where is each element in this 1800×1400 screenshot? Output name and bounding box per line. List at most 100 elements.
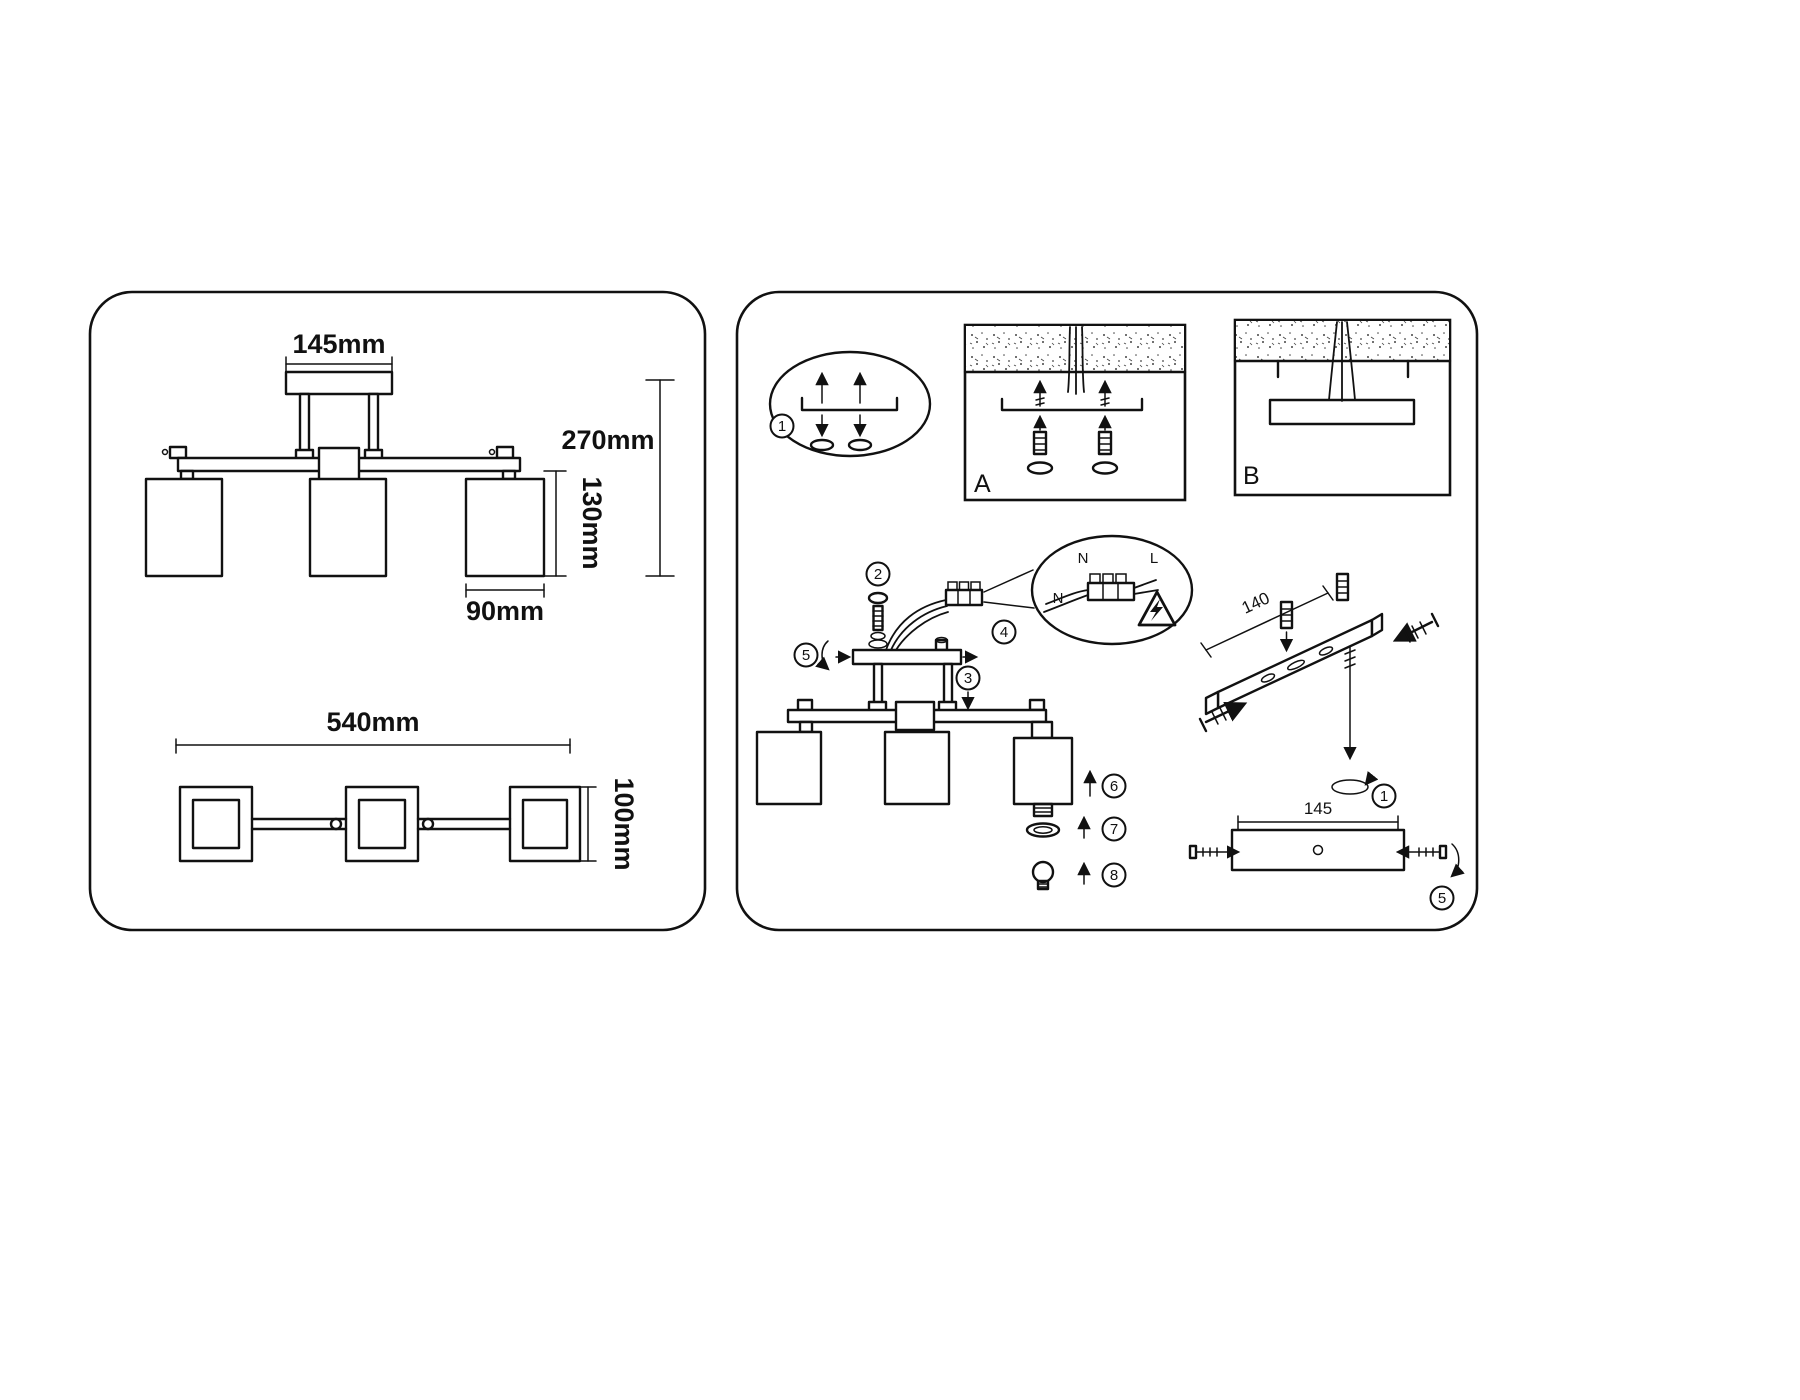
retaining-ring	[1025, 822, 1061, 838]
wiring-detail-balloon: N L N	[983, 534, 1194, 646]
plan-shade-right-inner	[521, 798, 569, 850]
step-badge-1b: 1	[1371, 783, 1397, 809]
knob-left	[796, 698, 814, 712]
rod-right	[367, 392, 380, 454]
canopy-wires	[885, 599, 949, 651]
balloon-terminal-block	[1086, 573, 1136, 602]
screw-left	[1033, 379, 1047, 407]
bracket-end-right	[1370, 612, 1384, 638]
bracket-hole	[1260, 673, 1276, 683]
plan-pivot-right	[421, 817, 435, 831]
step-number-2: 2	[874, 566, 882, 583]
mount-option-a: A	[963, 323, 1187, 502]
cap-nut	[867, 591, 889, 605]
rotate-loop-icon	[1331, 779, 1369, 795]
warning-triangle-icon	[1137, 590, 1177, 627]
plan-shade-middle-inner	[357, 798, 407, 850]
plan-shade-left-inner	[191, 798, 241, 850]
front-view: 145mm 130mm	[144, 329, 675, 626]
exploded-canopy	[851, 648, 963, 666]
plate-hole	[1312, 844, 1324, 856]
anchor-dowel-left	[1279, 600, 1294, 653]
screw-head	[1430, 612, 1440, 628]
mounted-bracket-plate	[1268, 398, 1416, 426]
mount-b-frame	[1233, 318, 1452, 497]
screw-head	[1188, 844, 1198, 860]
connector-left	[798, 720, 814, 734]
mounting-bracket	[1000, 397, 1144, 412]
screw-right	[1098, 379, 1112, 407]
wall-anchor-right	[1097, 414, 1113, 456]
wall-anchor-left	[1032, 414, 1048, 456]
washer-ring	[1026, 461, 1054, 475]
screw-head	[1438, 844, 1448, 860]
long-screw	[1343, 645, 1357, 761]
shade-width-dimension: 90mm	[465, 583, 545, 626]
step-number-5b: 5	[1438, 890, 1446, 907]
step-number-7: 7	[1110, 821, 1118, 838]
mount-a-label: A	[974, 470, 991, 498]
shade-right	[464, 477, 546, 578]
anchor-dowel-right	[1335, 572, 1350, 602]
right-panel-border	[735, 290, 1479, 932]
wire-label-l-top: L	[1150, 550, 1158, 567]
step-badge-7: 7	[1101, 816, 1127, 842]
plate-screw-right	[1395, 844, 1448, 860]
lightning-bolt-icon	[1150, 599, 1163, 621]
balloon-wires-left	[1043, 589, 1089, 613]
step-number-1b: 1	[1380, 788, 1388, 805]
washer-ring	[847, 438, 873, 452]
step-number-4: 4	[1000, 624, 1008, 641]
step1-bracket-detail: 1	[768, 350, 932, 458]
depth-dimension: 100mm	[579, 777, 639, 871]
step-badge-8: 8	[1101, 862, 1127, 888]
plate-body	[1230, 828, 1406, 872]
step-badge-6: 6	[1101, 773, 1127, 799]
knob-right	[1028, 698, 1046, 712]
left-knob	[168, 445, 188, 460]
bracket-hole	[1318, 646, 1334, 656]
threaded-stud	[872, 604, 884, 632]
rotate-arrow-icon	[1450, 843, 1465, 878]
step-number-8: 8	[1110, 867, 1118, 884]
bracket-slot	[1286, 659, 1306, 671]
plan-view: 540mm 100mm	[175, 707, 639, 871]
exploded-rod-left	[872, 662, 884, 706]
dim-shade-width: 90mm	[466, 596, 544, 626]
step-number-3: 3	[964, 670, 972, 687]
left-panel-border	[88, 290, 707, 932]
leader-line	[983, 601, 1035, 609]
bracket-shape	[800, 396, 899, 412]
step-number-6: 6	[1110, 778, 1118, 795]
step-badge-1: 1	[769, 413, 795, 439]
plate-screw-left	[1188, 844, 1241, 860]
plan-shade-left-outer	[178, 785, 254, 863]
terminal-block	[944, 581, 984, 607]
washer-small	[870, 631, 886, 641]
socket-thread	[1032, 802, 1054, 818]
left-panel: 145mm 130mm	[88, 290, 707, 932]
step-badge-5b: 5	[1429, 885, 1455, 911]
step-badge-5: 5	[793, 642, 819, 668]
dim-canopy-width: 145mm	[292, 329, 385, 359]
screw-angled-right	[1392, 612, 1440, 643]
mounting-plate: 145	[1188, 799, 1465, 911]
canopy-width-dimension: 145mm	[285, 329, 393, 373]
plate-length-dimension: 145	[1237, 799, 1399, 831]
dim-plate-length: 145	[1304, 799, 1332, 818]
screw-angled-left	[1198, 701, 1248, 733]
exploded-assembly: 2 5	[755, 561, 1127, 891]
mains-wires	[1328, 321, 1356, 402]
exploded-shade-middle	[883, 730, 951, 806]
step-number-1: 1	[778, 418, 786, 435]
dim-total-width: 540mm	[326, 707, 419, 737]
ceiling-hatch	[966, 326, 1184, 372]
washer-ring	[809, 438, 835, 452]
exploded-rod-right	[942, 662, 954, 706]
bulb-icon	[1031, 860, 1055, 891]
right-setscrew	[488, 448, 496, 456]
step-badge-2: 2	[865, 561, 891, 587]
mount-b-label: B	[1243, 462, 1260, 490]
exploded-shade-left	[755, 730, 823, 806]
